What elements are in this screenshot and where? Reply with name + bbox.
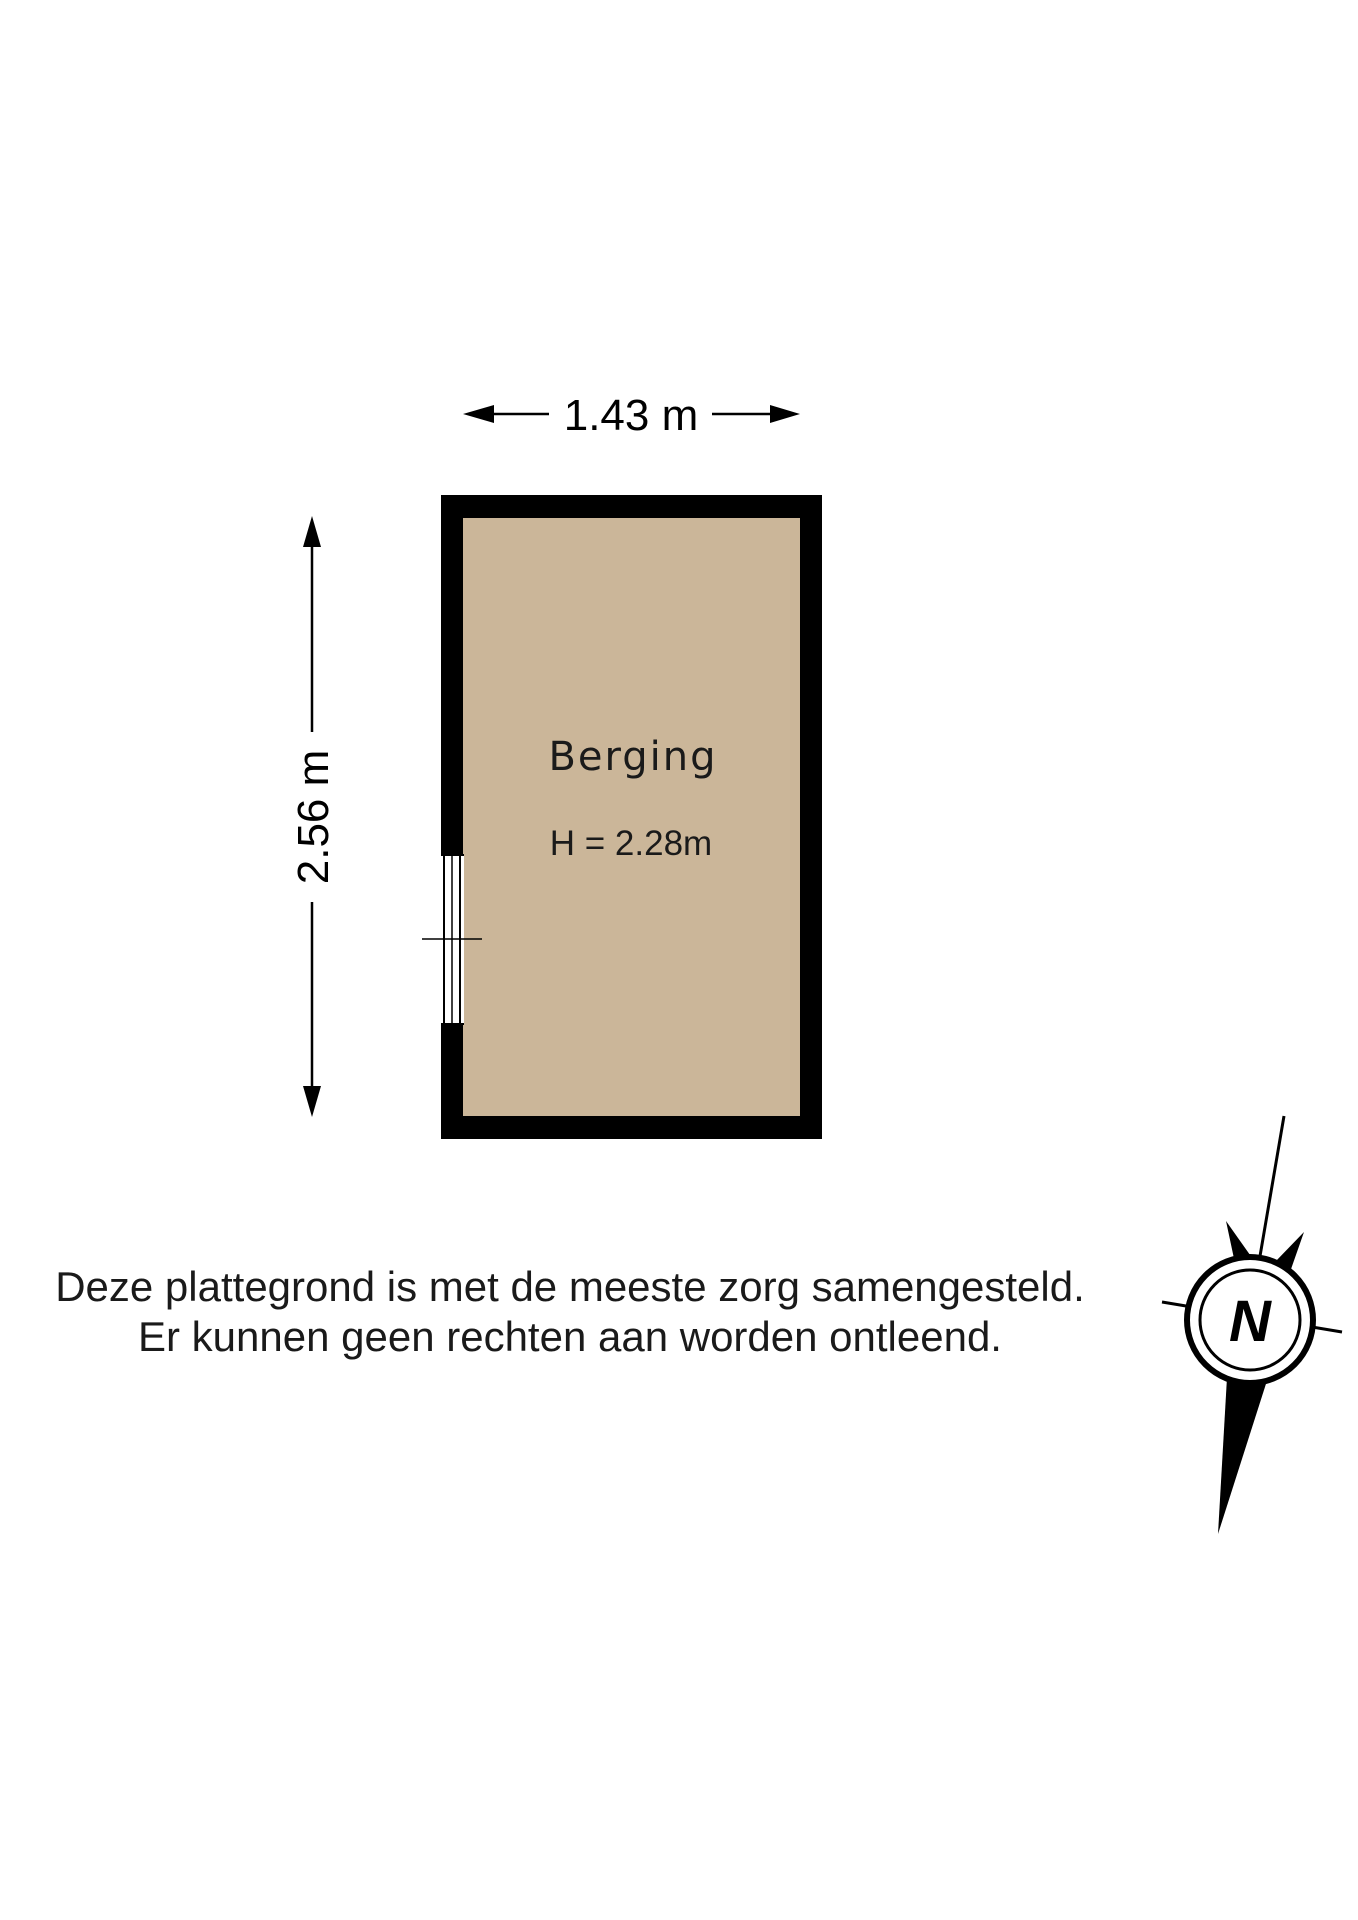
room-height: H = 2.28m [550, 824, 712, 863]
north-arrow-icon: N [1161, 1115, 1343, 1534]
room-floor [463, 518, 800, 1116]
disclaimer: Deze plattegrond is met de meeste zorg s… [0, 1262, 1140, 1362]
door-icon [422, 854, 482, 1025]
width-dimension: 1.43 m [463, 391, 800, 440]
width-label: 1.43 m [564, 391, 699, 440]
depth-dimension: 2.56 m [289, 516, 338, 1117]
compass-letter: N [1229, 1289, 1272, 1354]
room-name: Berging [548, 734, 717, 780]
disclaimer-line-2: Er kunnen geen rechten aan worden ontlee… [138, 1313, 1002, 1360]
disclaimer-line-1: Deze plattegrond is met de meeste zorg s… [55, 1263, 1085, 1310]
depth-label: 2.56 m [289, 750, 338, 885]
room-berging: Berging H = 2.28m [422, 495, 822, 1139]
